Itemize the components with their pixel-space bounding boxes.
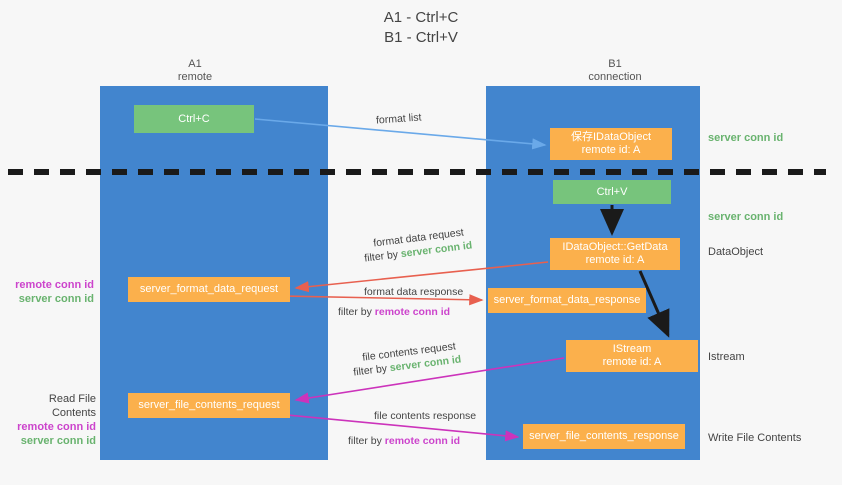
box-idataobject-getdata-line1: IDataObject::GetData (562, 241, 668, 253)
caption-filter-by-4: filter by (348, 435, 382, 447)
left-label-server-conn-id-2: server conn id (20, 435, 96, 447)
box-ctrl-c-label: Ctrl+C (178, 112, 210, 125)
right-label-write-file-contents: Write File Contents (708, 432, 802, 444)
caption-format-data-response-filter: filter by remote conn id (338, 305, 450, 319)
caption-filter-by-1: filter by (363, 248, 399, 265)
box-save-idataobject-line1: 保存IDataObject (570, 131, 652, 143)
box-save-idataobject-line2: remote id: A (581, 144, 641, 156)
box-server-file-contents-response[interactable]: server_file_contents_response (523, 424, 685, 449)
left-label-remote-conn-id-1: remote conn id (15, 279, 94, 291)
title-line-1: A1 - Ctrl+C (383, 9, 459, 26)
box-server-format-data-response-label: server_format_data_response (493, 294, 641, 306)
box-istream-line1: IStream (612, 343, 652, 355)
right-label-dataobject: DataObject (708, 246, 764, 258)
caption-file-contents-response: file contents response (374, 410, 477, 422)
box-ctrl-v[interactable]: Ctrl+V (553, 180, 671, 204)
box-server-format-data-request-label: server_format_data_request (139, 283, 279, 295)
caption-filter-by-3: filter by (352, 362, 388, 379)
title-line-2: B1 - Ctrl+V (384, 29, 458, 46)
left-label-server-conn-id-1: server conn id (18, 293, 94, 305)
lane-header-a1: A1 remote (135, 58, 255, 84)
caption-remote-conn-id-2: remote conn id (384, 435, 461, 447)
left-label-group-format: remote conn id server conn id (6, 278, 94, 306)
box-ctrl-v-label: Ctrl+V (596, 185, 628, 198)
right-label-server-conn-id-1: server conn id (708, 132, 784, 144)
page-title: A1 - Ctrl+C B1 - Ctrl+V (0, 8, 842, 48)
box-server-file-contents-response-label: server_file_contents_response (529, 430, 679, 442)
right-label-istream: Istream (708, 351, 745, 363)
caption-remote-conn-id-1: remote conn id (374, 306, 451, 318)
box-server-format-data-response[interactable]: server_format_data_response (488, 288, 646, 313)
box-idataobject-getdata[interactable]: IDataObject::GetData remote id: A (550, 238, 680, 270)
box-save-idataobject[interactable]: 保存IDataObject remote id: A (550, 128, 672, 160)
box-istream[interactable]: IStream remote id: A (566, 340, 698, 372)
caption-format-data-response: format data response (364, 286, 464, 298)
box-server-format-data-request[interactable]: server_format_data_request (128, 277, 290, 302)
left-label-read-file-contents: Read File Contents (48, 393, 96, 419)
lane-header-b1-name: B1 (608, 58, 622, 70)
box-idataobject-getdata-line2: remote id: A (585, 254, 645, 266)
box-istream-line2: remote id: A (602, 356, 662, 368)
caption-filter-by-2: filter by (338, 306, 372, 318)
caption-file-contents-response-filter: filter by remote conn id (348, 434, 460, 448)
box-server-file-contents-request[interactable]: server_file_contents_request (128, 393, 290, 418)
left-label-remote-conn-id-2: remote conn id (17, 421, 96, 433)
right-label-server-conn-id-2: server conn id (708, 211, 784, 223)
left-label-group-file-contents: Read File Contents remote conn id server… (4, 392, 96, 448)
lane-header-a1-name: A1 (188, 58, 202, 70)
lane-header-b1-subtitle: connection (588, 71, 642, 83)
box-server-file-contents-request-label: server_file_contents_request (138, 399, 280, 411)
box-ctrl-c[interactable]: Ctrl+C (134, 105, 254, 133)
caption-format-list: format list (375, 111, 422, 127)
lane-header-a1-subtitle: remote (177, 71, 213, 83)
lane-header-b1: B1 connection (545, 58, 685, 84)
